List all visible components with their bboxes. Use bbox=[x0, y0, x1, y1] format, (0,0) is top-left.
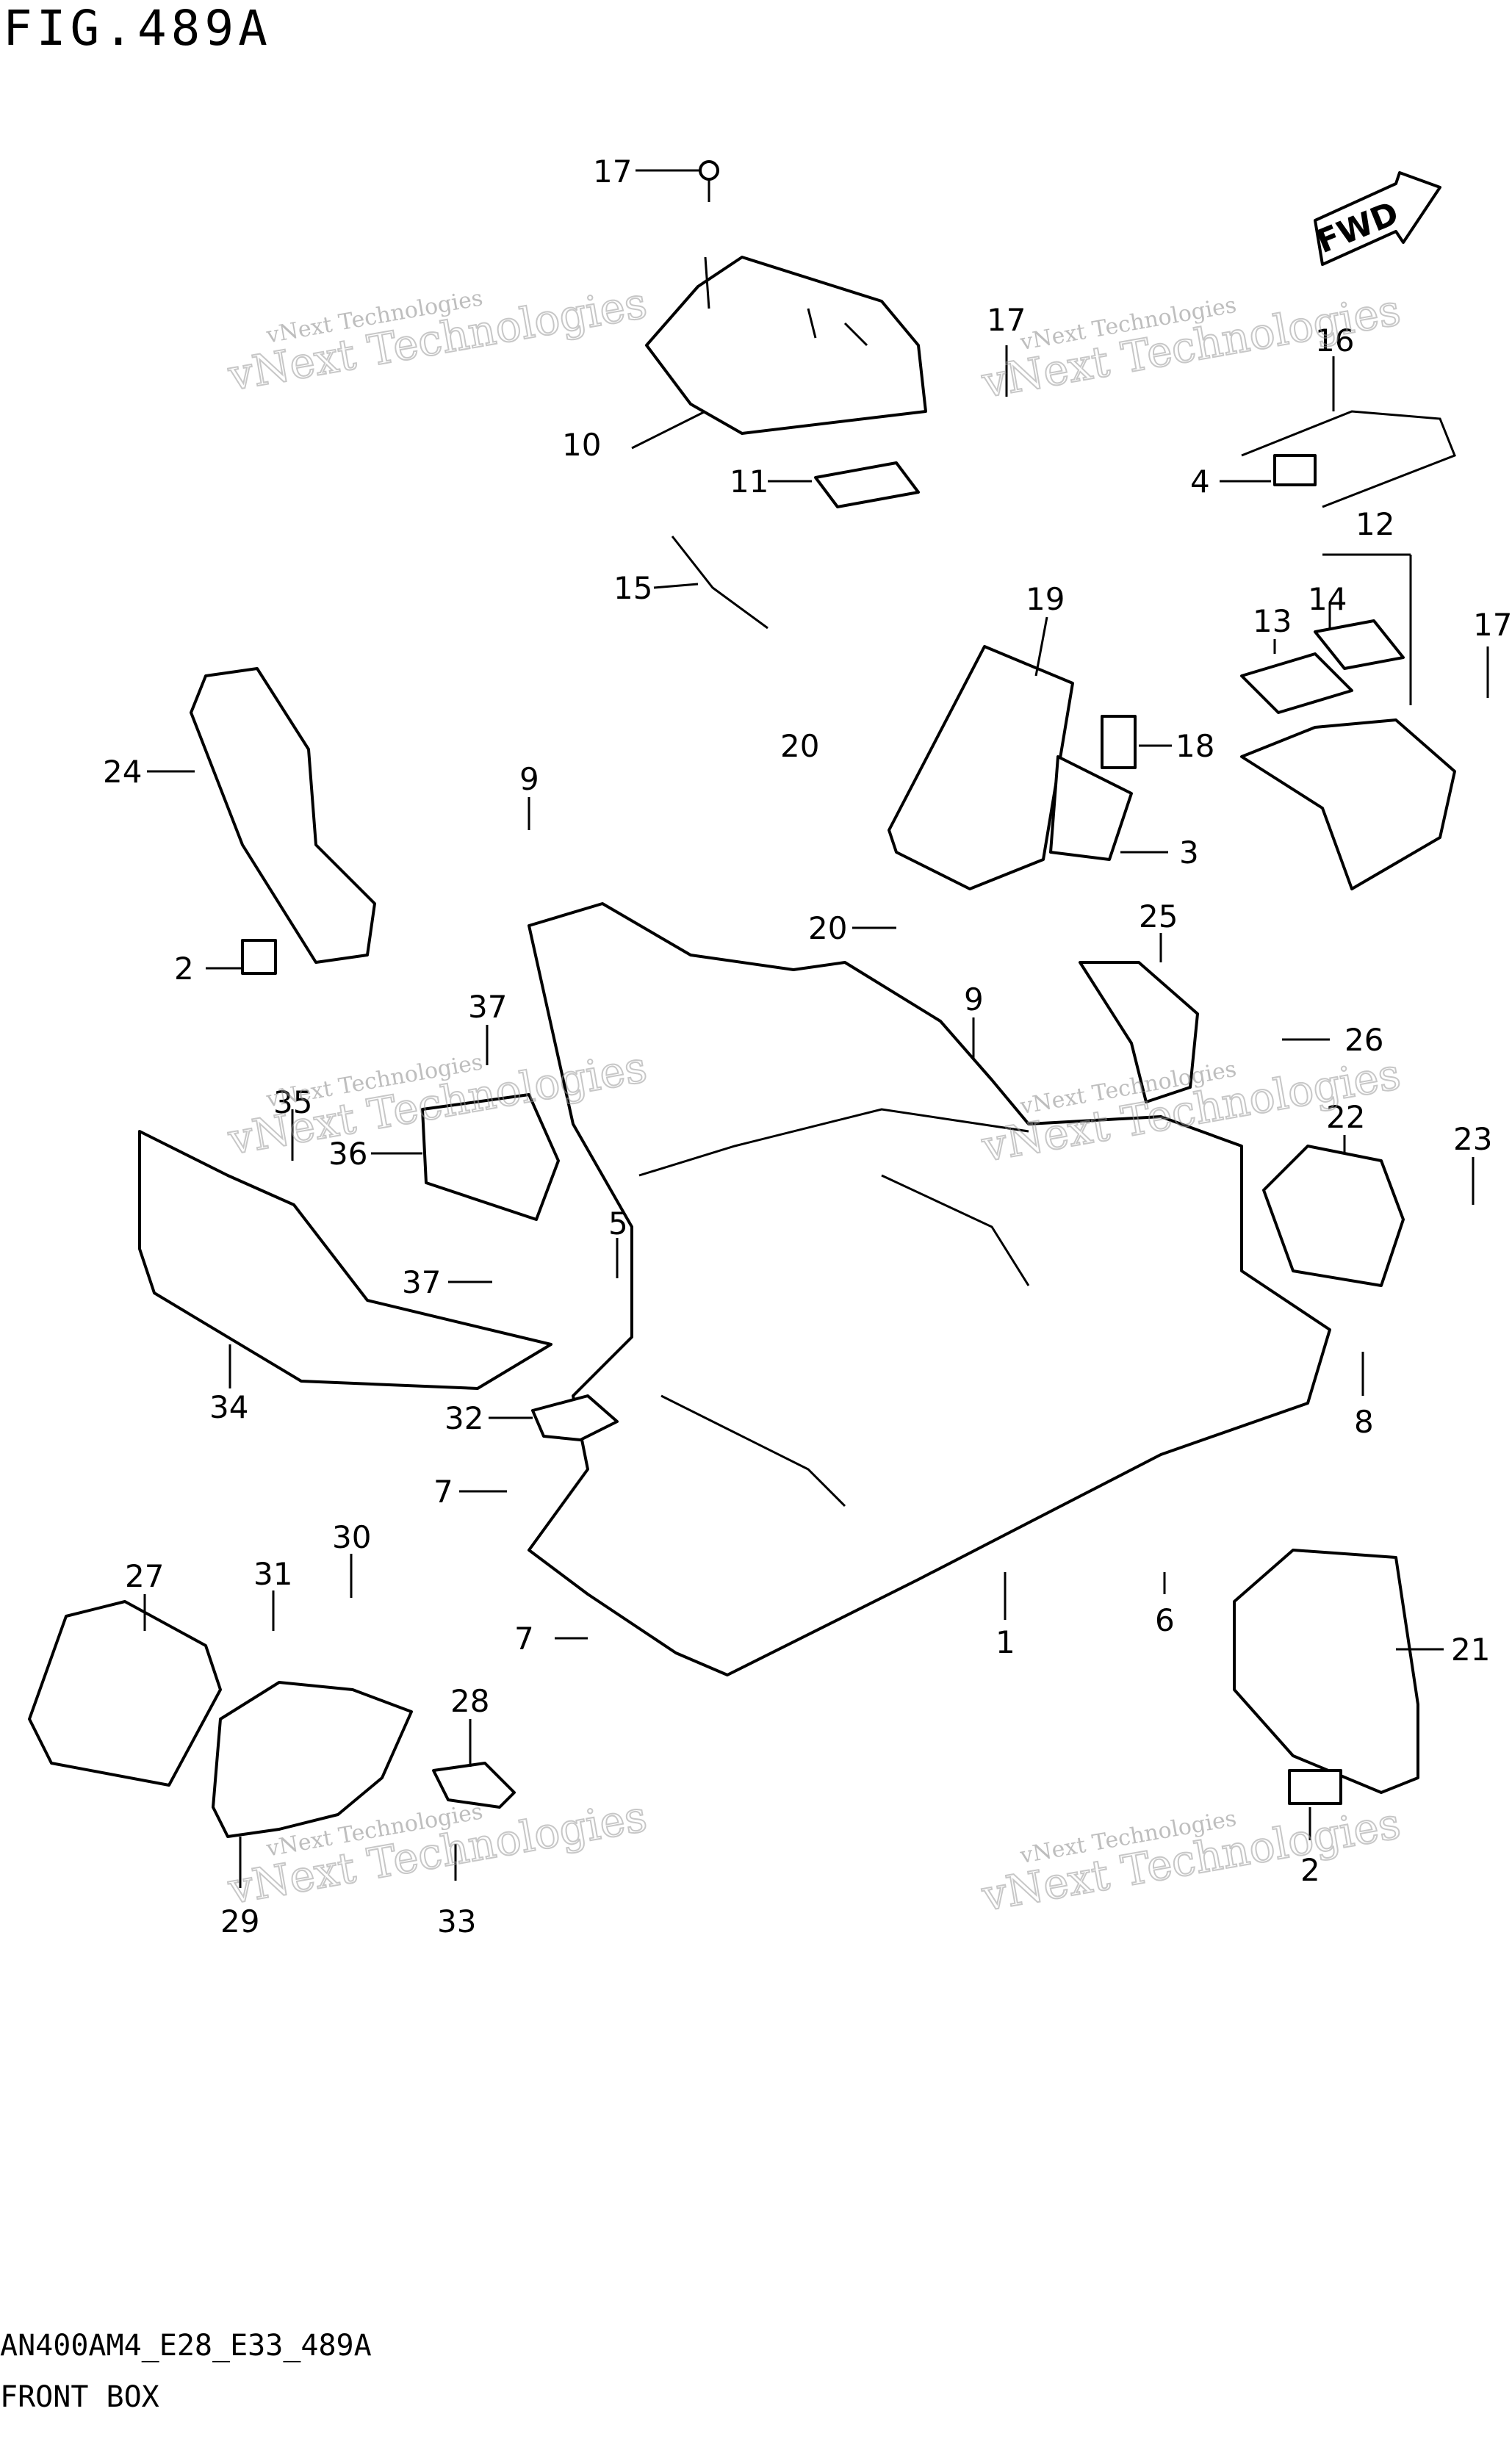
part-22-bracket bbox=[1262, 1145, 1405, 1287]
screw-17-top-icon bbox=[699, 160, 719, 202]
callout-30: 30 bbox=[332, 1519, 371, 1555]
part-11-pad bbox=[814, 461, 920, 508]
part-4-block bbox=[1273, 454, 1317, 486]
callout-35: 35 bbox=[273, 1084, 312, 1120]
callout-8: 8 bbox=[1354, 1404, 1374, 1440]
callout-1: 1 bbox=[996, 1624, 1015, 1660]
part-34-lower-cover bbox=[138, 1130, 552, 1390]
part-21-side-cover bbox=[1233, 1549, 1419, 1794]
fwd-arrow-icon: FWD bbox=[1311, 171, 1441, 266]
part-16-rod bbox=[1241, 410, 1456, 508]
part-14-pad bbox=[1314, 619, 1405, 670]
callout-3: 3 bbox=[1179, 835, 1199, 871]
part-2-pad-right bbox=[1288, 1769, 1342, 1805]
callout-13: 13 bbox=[1253, 603, 1292, 639]
part-29-bracket bbox=[212, 1681, 413, 1838]
callout-37-top: 37 bbox=[468, 989, 507, 1025]
callout-9-left: 9 bbox=[519, 761, 539, 797]
part-25-bracket bbox=[1079, 961, 1199, 1103]
callout-17-top: 17 bbox=[593, 154, 632, 190]
callout-29: 29 bbox=[220, 1903, 259, 1939]
part-1-front-box bbox=[528, 902, 1331, 1676]
callout-15: 15 bbox=[613, 570, 652, 606]
callout-18: 18 bbox=[1176, 728, 1214, 764]
part-24-side-cover bbox=[190, 667, 376, 964]
callout-27: 27 bbox=[125, 1558, 164, 1594]
callout-10: 10 bbox=[562, 427, 601, 463]
model-code: AN400AM4_E28_E33_489A bbox=[0, 2329, 372, 2363]
callout-17-right: 17 bbox=[1473, 607, 1512, 643]
callout-32: 32 bbox=[444, 1400, 483, 1436]
callout-34: 34 bbox=[209, 1389, 248, 1425]
figure-title: FIG.489A bbox=[3, 0, 272, 57]
callout-9-mid: 9 bbox=[964, 981, 984, 1017]
callout-5: 5 bbox=[608, 1206, 628, 1242]
part-15-rod bbox=[671, 536, 768, 630]
callout-11: 11 bbox=[730, 464, 768, 500]
callout-7-top: 7 bbox=[433, 1474, 453, 1510]
part-12-storage-box bbox=[1240, 718, 1456, 890]
callout-31: 31 bbox=[253, 1556, 292, 1592]
callout-26: 26 bbox=[1344, 1022, 1383, 1058]
part-28-cylinder bbox=[432, 1762, 516, 1809]
part-13-pad bbox=[1240, 652, 1353, 714]
callout-28: 28 bbox=[450, 1683, 489, 1719]
part-19-bracket bbox=[888, 645, 1074, 890]
callout-12: 12 bbox=[1356, 506, 1394, 542]
callouts: 17 10 11 17 16 4 12 14 13 17 15 19 bbox=[103, 154, 1512, 1939]
callout-36: 36 bbox=[328, 1136, 367, 1172]
callout-6: 6 bbox=[1155, 1602, 1175, 1638]
callout-16: 16 bbox=[1315, 323, 1354, 359]
part-27-lid bbox=[28, 1600, 222, 1787]
callout-24: 24 bbox=[103, 754, 142, 790]
callout-2-right: 2 bbox=[1300, 1852, 1320, 1888]
callout-22: 22 bbox=[1326, 1099, 1365, 1135]
part-18-block bbox=[1101, 715, 1137, 769]
callout-20-bottom: 20 bbox=[808, 910, 847, 946]
part-3-pad bbox=[1049, 755, 1133, 861]
callout-33: 33 bbox=[437, 1903, 476, 1939]
callout-2-left: 2 bbox=[174, 951, 194, 987]
callout-4: 4 bbox=[1190, 464, 1210, 500]
callout-7-bottom: 7 bbox=[514, 1621, 534, 1657]
callout-21: 21 bbox=[1451, 1632, 1490, 1668]
part-2-pad-left bbox=[241, 939, 277, 975]
part-32-latch bbox=[531, 1394, 619, 1441]
callout-25: 25 bbox=[1139, 898, 1178, 934]
part-10-front-box-lid bbox=[645, 256, 927, 435]
callout-19: 19 bbox=[1026, 581, 1065, 617]
part-36-panel bbox=[421, 1093, 560, 1221]
callout-37-bottom: 37 bbox=[402, 1264, 441, 1300]
callout-17-mid: 17 bbox=[987, 302, 1026, 338]
callout-14: 14 bbox=[1308, 581, 1347, 617]
callout-23: 23 bbox=[1453, 1121, 1492, 1157]
figure-caption: FRONT BOX bbox=[0, 2380, 159, 2414]
callout-20-top: 20 bbox=[780, 728, 819, 764]
